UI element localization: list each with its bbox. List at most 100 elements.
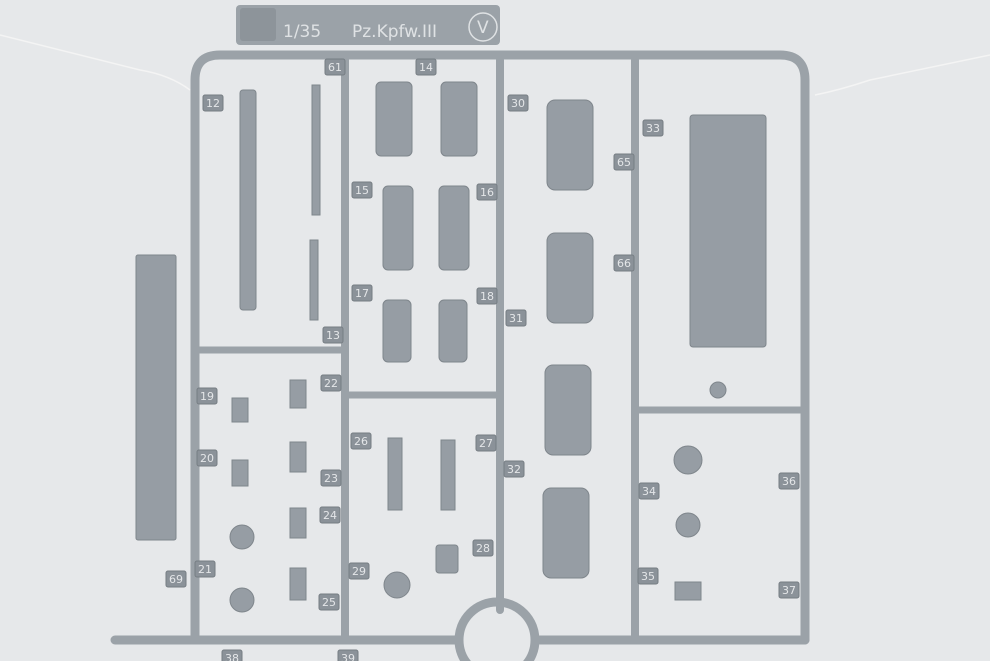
part-tag-box	[320, 374, 342, 392]
logo-emblem	[240, 8, 276, 41]
part-number: 32	[507, 463, 521, 476]
part-tag-box	[221, 649, 243, 661]
part-tag-box	[337, 649, 359, 661]
part-number: 18	[480, 290, 494, 303]
part-number: 29	[352, 565, 366, 578]
part-tag-box	[638, 482, 660, 500]
part-tag-box	[348, 562, 370, 580]
part-tag: 15	[351, 181, 373, 199]
part-tag-box	[778, 472, 800, 490]
part-tag: 21	[194, 560, 216, 578]
part-tag-box	[196, 387, 218, 405]
part-tag-box	[351, 181, 373, 199]
part-number: 35	[641, 570, 655, 583]
part-number: 65	[617, 156, 631, 169]
part-tag: 20	[196, 449, 218, 467]
part-number: 27	[479, 437, 493, 450]
part-tag-box	[476, 287, 498, 305]
part-tag: 66	[613, 254, 635, 272]
part-number: 16	[480, 186, 494, 199]
part-tag-box	[324, 58, 346, 76]
sprue-letter: V	[477, 18, 489, 38]
part-number: 20	[200, 452, 214, 465]
part-tag: 30	[507, 94, 529, 112]
part-tag-box	[415, 58, 437, 76]
part-number: 39	[341, 652, 355, 661]
part-tag-box	[351, 284, 373, 302]
part-tag: 25	[318, 593, 340, 611]
scale-label: 1/35	[283, 22, 321, 42]
part-tag: 12	[202, 94, 224, 112]
part-tag: 35	[637, 567, 659, 585]
part-tag-box	[320, 469, 342, 487]
part-tag-box	[194, 560, 216, 578]
part-number: 21	[198, 563, 212, 576]
part-tag: 18	[476, 287, 498, 305]
part-tag-box	[476, 183, 498, 201]
part-number: 31	[509, 312, 523, 325]
part-tag-box	[778, 581, 800, 599]
part-number: 36	[782, 475, 796, 488]
part-tag: 26	[350, 432, 372, 450]
part-tag: 31	[505, 309, 527, 327]
part-number: 22	[324, 377, 338, 390]
part-tag: 14	[415, 58, 437, 76]
part-tag-box	[322, 326, 344, 344]
part-number: 19	[200, 390, 214, 403]
part-tag-box	[613, 254, 635, 272]
part-tag-box	[165, 570, 187, 588]
part-number: 37	[782, 584, 796, 597]
part-number: 25	[322, 596, 336, 609]
part-tag: 65	[613, 153, 635, 171]
part-tag: 69	[165, 570, 187, 588]
part-number: 26	[354, 435, 368, 448]
part-number: 17	[355, 287, 369, 300]
part-tag: 34	[638, 482, 660, 500]
part-tag-box	[642, 119, 664, 137]
part-number: 61	[328, 61, 342, 74]
part-tag-box	[475, 434, 497, 452]
part-tag: 17	[351, 284, 373, 302]
part-tag: 28	[472, 539, 494, 557]
part-tag-box	[505, 309, 527, 327]
part-tag: 32	[503, 460, 525, 478]
part-tag: 24	[319, 506, 341, 524]
part-tag-box	[350, 432, 372, 450]
part-number: 69	[169, 573, 183, 586]
part-tag-box	[472, 539, 494, 557]
part-number: 12	[206, 97, 220, 110]
runner-frame	[110, 50, 810, 661]
part-tag: 29	[348, 562, 370, 580]
part-number: 23	[324, 472, 338, 485]
part-tag: 39	[337, 649, 359, 661]
part-tag: 23	[320, 469, 342, 487]
model-label: Pz.Kpfw.III	[352, 22, 437, 42]
part-tag-box	[507, 94, 529, 112]
part-number: 14	[419, 61, 433, 74]
part-tag-box	[318, 593, 340, 611]
part-number-tags: 12 61 14 30 33 65 15 16 66 17 18 31 13 2…	[165, 58, 800, 661]
sprue-letter-badge	[468, 12, 498, 42]
part-number: 66	[617, 257, 631, 270]
part-number: 13	[326, 329, 340, 342]
part-tag: 61	[324, 58, 346, 76]
title-plate: 1/35 Pz.Kpfw.III V	[236, 5, 500, 45]
part-tag: 27	[475, 434, 497, 452]
part-tag: 36	[778, 472, 800, 490]
part-tag-box	[503, 460, 525, 478]
part-number: 33	[646, 122, 660, 135]
part-tag: 37	[778, 581, 800, 599]
part-tag: 13	[322, 326, 344, 344]
part-number: 28	[476, 542, 490, 555]
part-tag-box	[319, 506, 341, 524]
part-tag: 38	[221, 649, 243, 661]
part-tag: 22	[320, 374, 342, 392]
left-wire	[0, 34, 191, 91]
part-tag-box	[637, 567, 659, 585]
part-number: 34	[642, 485, 656, 498]
part-number: 38	[225, 652, 239, 661]
part-tag-box	[202, 94, 224, 112]
part-number: 30	[511, 97, 525, 110]
parts	[135, 81, 767, 613]
